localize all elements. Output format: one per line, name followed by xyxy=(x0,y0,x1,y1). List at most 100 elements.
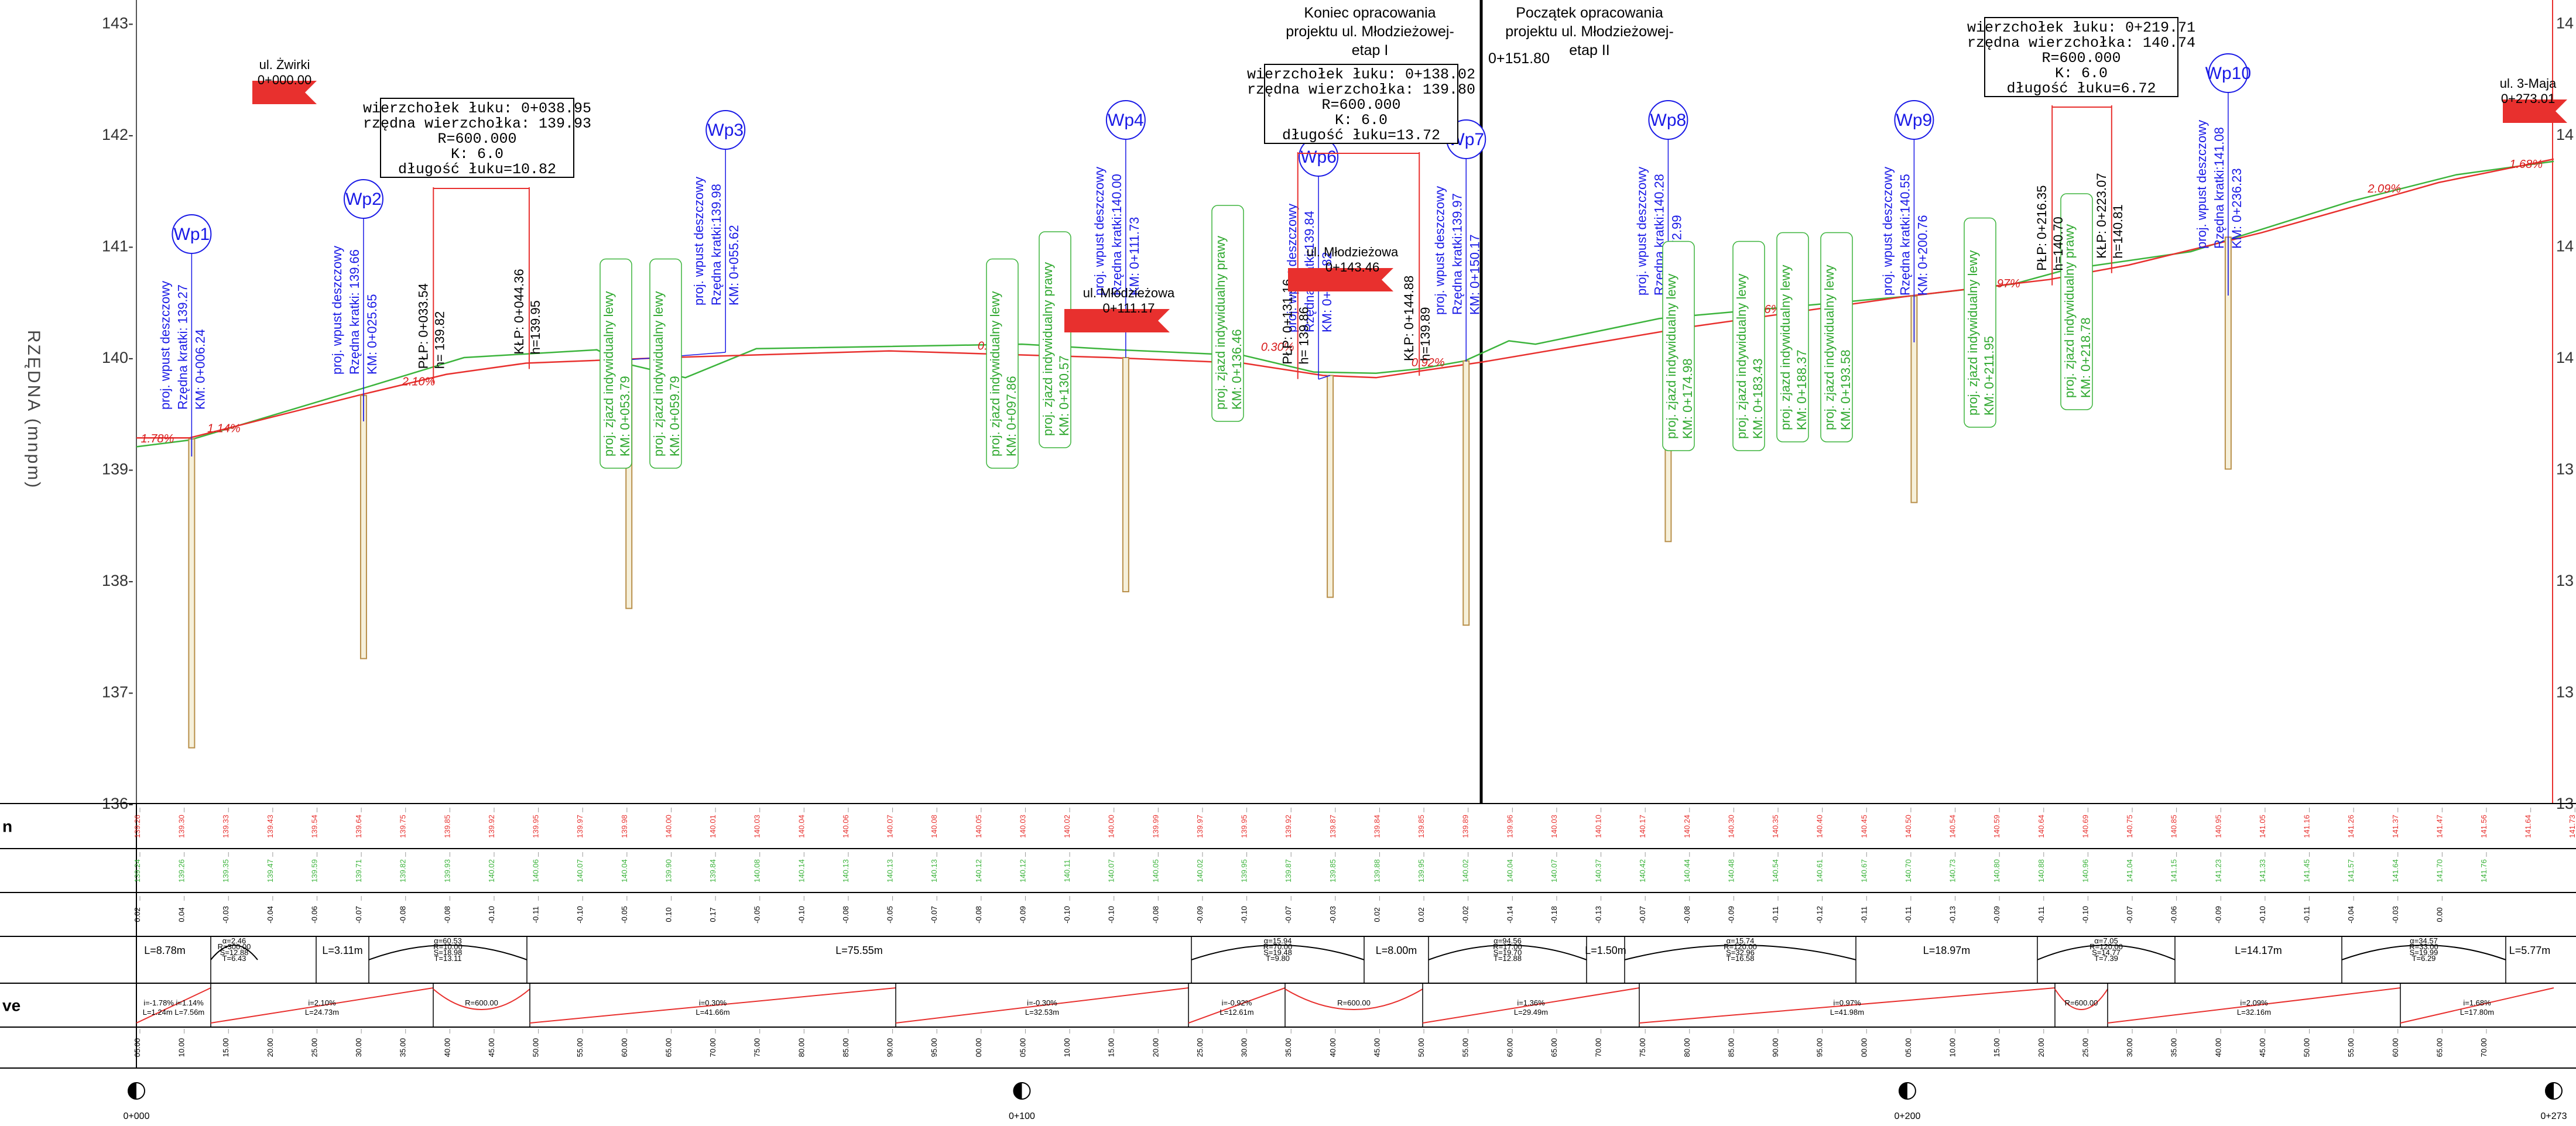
profile-segment-label-line: L=17.80m xyxy=(2460,1008,2494,1017)
y-tick-label: 138- xyxy=(102,572,133,589)
terrain-elevation-cell: 140.96 xyxy=(2081,859,2089,883)
profile-segment-label-line: L=41.66m xyxy=(696,1008,729,1017)
table-row-label: ve xyxy=(2,997,20,1015)
difference-cell: -0.03 xyxy=(221,906,230,924)
design-elevation-cell: 140.59 xyxy=(1992,815,2001,838)
distance-cell: 30.00 xyxy=(354,1038,363,1058)
terrain-elevation-cell: 140.48 xyxy=(1727,859,1735,883)
terrain-elevation-cell: 140.02 xyxy=(487,859,496,883)
inlet-post xyxy=(188,438,196,749)
inlet-posts xyxy=(188,236,2232,749)
inlet-label-line: KM: 0+134.82 xyxy=(1320,252,1334,332)
driveway-label-line: KM: 0+136.46 xyxy=(1229,329,1244,410)
profile-segment-label-line: i=2.10% xyxy=(308,998,336,1007)
plan-arc xyxy=(2341,945,2506,960)
terrain-elevation-cell: 139.35 xyxy=(221,859,230,883)
y-tick-label: 143- xyxy=(102,15,133,32)
vertical-curve-text-line: wierzchołek łuku: 0+219.71 xyxy=(1967,19,2195,36)
inlet-label-line: Rzędna kratki: 139.66 xyxy=(347,249,362,375)
design-elevation-cell: 140.04 xyxy=(797,815,806,838)
design-elevation-cell: 140.01 xyxy=(708,815,717,838)
inlet-label-line: proj. wpust deszczowy xyxy=(1432,186,1447,315)
distance-cell: 15.00 xyxy=(1107,1038,1116,1058)
plan-segment-label: L=1.50m xyxy=(1585,945,1626,956)
design-grade-line xyxy=(136,158,2554,439)
plan-arc-label-line: α=7.05 xyxy=(2094,936,2118,945)
design-elevation-cell: 139.96 xyxy=(1505,815,1514,838)
plan-arc-label-line: α=94.56 xyxy=(1493,936,1522,945)
terrain-elevation-cell: 139.84 xyxy=(708,859,717,883)
design-elevation-cell: 139.95 xyxy=(1240,815,1249,838)
terrain-elevation-cell: 139.82 xyxy=(399,859,407,883)
profile-segment-label-line: i=1.36% xyxy=(1517,998,1545,1007)
plan-arc-label-line: R=70.00 xyxy=(1263,942,1293,951)
profile-segment-label-group: i=0.30%L=41.66m xyxy=(696,998,729,1017)
design-elevation-cell: 140.50 xyxy=(1904,815,1913,838)
difference-cell: -0.13 xyxy=(1948,906,1957,924)
profile-segment-label-group: R=600.00 xyxy=(2065,998,2098,1007)
terrain-elevation-cell: 140.02 xyxy=(1461,859,1470,883)
profile-segment-label-group: i=-0.30%L=32.53m xyxy=(1025,998,1059,1017)
plan-arc-label-line: α=60.53 xyxy=(434,936,462,945)
profile-curve xyxy=(2054,988,2108,1010)
vertical-curve-text-line: wierzchołek łuku: 0+138.02 xyxy=(1247,66,1475,83)
difference-cell: -0.07 xyxy=(354,906,363,924)
vertical-curve-text-line: R=600.000 xyxy=(2041,50,2121,67)
terrain-elevation-cell: 140.13 xyxy=(930,859,938,883)
curve-point-label-line: PŁP: 0+033.54 xyxy=(416,283,430,369)
design-elevation-cell: 139.85 xyxy=(1417,815,1426,838)
distance-cell: 85.00 xyxy=(841,1038,850,1058)
plan-arc-label-line: T=7.39 xyxy=(2094,954,2118,963)
inlet-post xyxy=(359,394,367,660)
terrain-elevation-cell: 140.05 xyxy=(1151,859,1160,883)
y-tick-label: 139- xyxy=(102,461,133,478)
design-elevation-cell: 140.17 xyxy=(1638,815,1647,838)
difference-cell: -0.06 xyxy=(310,906,318,924)
distance-cell: 45.00 xyxy=(487,1038,496,1058)
distance-cell: 75.00 xyxy=(753,1038,762,1058)
design-elevation-cell: 139.33 xyxy=(221,815,230,838)
profile-segment-label-line: i=-0.92% xyxy=(1222,998,1252,1007)
design-elevation-cell: 139.54 xyxy=(310,815,318,838)
difference-cell: 0.02 xyxy=(133,907,142,922)
inlet-label-line: proj. wpust deszczowy xyxy=(1284,204,1299,332)
driveway-box xyxy=(1776,232,1809,442)
distance-cell: 60.00 xyxy=(1505,1038,1514,1058)
plan-segment-label: L=3.11m xyxy=(322,945,362,956)
street-flag xyxy=(252,81,317,104)
distance-cell: 30.00 xyxy=(2125,1038,2134,1058)
terrain-elevation-cell: 141.04 xyxy=(2125,859,2134,883)
plan-arc-label-group: α=15.74R=120.00S=32.96T=16.58 xyxy=(1724,936,1757,963)
difference-cell: -0.11 xyxy=(1859,907,1868,924)
vertical-curve-text-line: długość łuku=6.72 xyxy=(2006,80,2156,97)
plan-segment-label: L=5.77m xyxy=(2509,945,2551,956)
terrain-elevation-cell: 140.80 xyxy=(1992,859,2001,883)
plan-arc-label-line: T=13.11 xyxy=(434,954,461,963)
profile-grade xyxy=(1188,987,1286,1024)
distance-cell: 70.00 xyxy=(1594,1038,1603,1058)
inlet-leader-line xyxy=(1318,375,1331,380)
terrain-elevation-cell: 140.07 xyxy=(576,859,584,883)
terrain-elevation-cell: 140.37 xyxy=(1594,859,1603,883)
terrain-elevation-cell: 139.88 xyxy=(1372,859,1381,883)
distance-cell: 70.00 xyxy=(2479,1038,2488,1058)
distance-cell: 85.00 xyxy=(1727,1038,1735,1058)
y-tick-label: 137- xyxy=(102,684,133,701)
stage-end-note-line: projektu ul. Młodzieżowej- xyxy=(1286,23,1454,40)
design-elevation-cell: 139.98 xyxy=(620,815,629,838)
driveway-label-line: proj. zjazd indywidualny lewy xyxy=(1778,265,1793,430)
inlet-label-line: Rzędna kratki:140.55 xyxy=(1897,174,1912,296)
design-elevation-cell: 140.03 xyxy=(1550,815,1558,838)
street-label-line: ul. Młodzieżowa xyxy=(1307,245,1399,259)
